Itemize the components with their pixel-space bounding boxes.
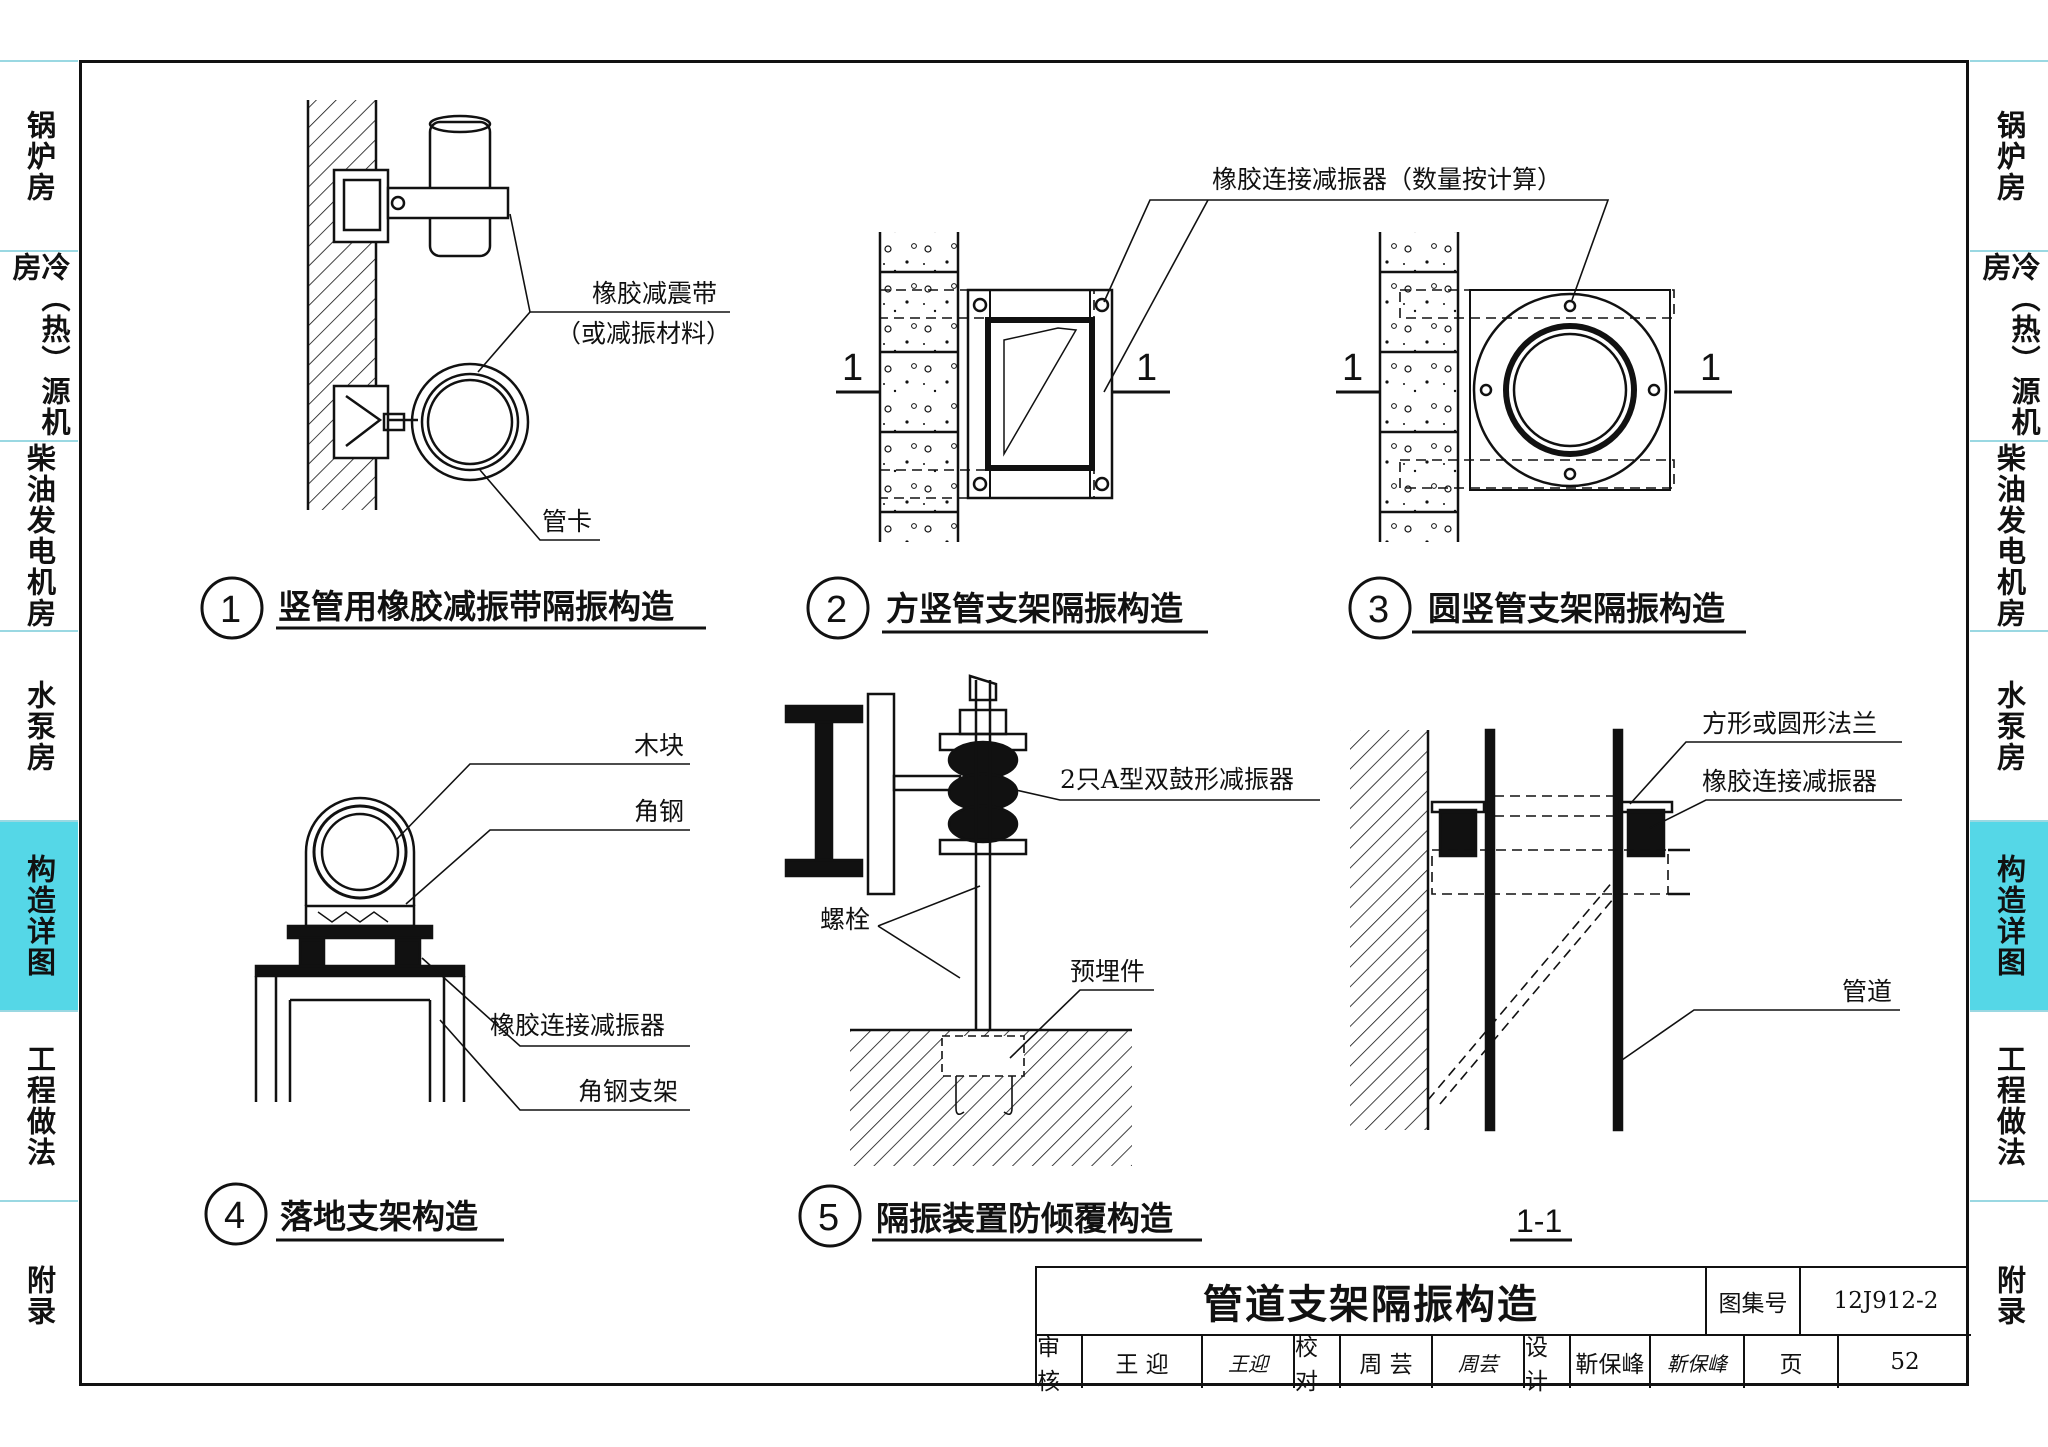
detail-number: 3: [1368, 589, 1389, 631]
detail-3-drawing: [1336, 232, 1732, 542]
side-tab-construction-detail[interactable]: 构造详图: [1970, 820, 2048, 1010]
detail-4-drawing: [254, 796, 466, 1102]
left-side-tabs: 锅炉房 冷（热）源机房 柴油发电机房 水泵房 构造详图 工程做法 附录: [0, 0, 78, 1447]
label-pipe: 管道: [1842, 977, 1892, 1006]
label-rubber-band-alt: （或减振材料）: [556, 319, 731, 348]
detail-5-drawing: [784, 674, 1132, 1166]
design-name: 靳保峰: [1571, 1336, 1651, 1388]
check-name: 周 芸: [1341, 1336, 1433, 1388]
detail-number-circle: [798, 1184, 862, 1248]
side-tab-label: 工程做法: [22, 1044, 57, 1168]
side-tab-label: 工程做法: [1992, 1044, 2027, 1168]
section-1-1-drawing: [1350, 728, 1690, 1132]
review-label: 审核: [1037, 1335, 1083, 1395]
detail-title-5: 5 隔振装置防倾覆构造: [798, 1184, 1202, 1248]
label-double-drum: 2只A型双鼓形减振器: [1060, 765, 1294, 794]
label-angle-support: 角钢支架: [578, 1077, 678, 1106]
detail-title-4: 4 落地支架构造: [204, 1182, 504, 1246]
label-rubber-connector-section: 橡胶连接减振器: [1702, 767, 1877, 796]
side-tab-label: 水泵房: [22, 679, 57, 773]
detail-2-3-leaders: [1103, 199, 1610, 393]
atlas-number: 12J912-2: [1801, 1268, 1971, 1336]
detail-number-circle: [806, 576, 870, 640]
design-signature: 靳保峰: [1651, 1336, 1745, 1388]
label-rubber-connector-count: 橡胶连接减振器（数量按计算）: [1212, 165, 1562, 194]
detail-title: 方竖管支架隔振构造: [886, 590, 1183, 627]
side-tab-construction-detail[interactable]: 构造详图: [0, 820, 78, 1010]
section-label: 1-1: [1516, 1203, 1562, 1239]
side-tab-boiler-room[interactable]: 锅炉房: [1970, 60, 2048, 250]
detail-number-circle: [204, 1182, 268, 1246]
label-embedded: 预埋件: [1070, 957, 1145, 986]
title-block: 管道支架隔振构造 图集号 12J912-2 审核 王 迎 王迎 校对 周 芸 周…: [1035, 1266, 1971, 1395]
detail-1-drawing: [306, 100, 530, 510]
detail-1-leaders: [477, 213, 730, 541]
detail-number: 2: [826, 589, 847, 631]
section-mark-2-left: 1: [842, 347, 863, 389]
side-tab-label: 水泵房: [1992, 679, 2027, 773]
review-signature: 王迎: [1203, 1336, 1295, 1388]
side-tab-generator-room[interactable]: 柴油发电机房: [1970, 440, 2048, 630]
title-block-signature-row: 审核 王 迎 王迎 校对 周 芸 周芸 设计 靳保峰 靳保峰 页 52: [1037, 1335, 1971, 1395]
page-label: 页: [1745, 1336, 1839, 1388]
detail-2-drawing: [836, 232, 1170, 542]
right-side-tabs: 锅炉房 冷（热）源机房 柴油发电机房 水泵房 构造详图 工程做法 附录: [1970, 0, 2048, 1447]
side-tab-appendix[interactable]: 附录: [1970, 1200, 2048, 1390]
detail-title: 圆竖管支架隔振构造: [1428, 590, 1725, 627]
side-tab-label: 构造详图: [1992, 854, 2027, 978]
side-tab-label: 构造详图: [22, 854, 57, 978]
detail-number: 5: [818, 1197, 839, 1239]
side-tab-boiler-room[interactable]: 锅炉房: [0, 60, 78, 250]
side-tab-label: 冷（热）源机房: [8, 252, 71, 438]
section-mark-3-left: 1: [1342, 347, 1363, 389]
label-rubber-connector: 橡胶连接减振器: [490, 1011, 665, 1040]
side-tab-generator-room[interactable]: 柴油发电机房: [0, 440, 78, 630]
side-tab-label: 附录: [22, 1265, 57, 1327]
side-tab-label: 柴油发电机房: [22, 443, 57, 629]
detail-title: 隔振装置防倾覆构造: [876, 1200, 1173, 1237]
side-tab-pump-room[interactable]: 水泵房: [0, 630, 78, 820]
atlas-number-label: 图集号: [1707, 1268, 1801, 1336]
side-tab-label: 锅炉房: [1992, 109, 2027, 203]
side-tab-label: 附录: [1992, 1265, 2027, 1327]
detail-title-1: 1 竖管用橡胶减振带隔振构造: [200, 576, 706, 640]
detail-number: 4: [224, 1195, 245, 1237]
detail-4-leaders: [395, 763, 690, 1111]
side-tab-engineering-practice[interactable]: 工程做法: [1970, 1010, 2048, 1200]
section-1-1-leaders: [1621, 741, 1902, 1061]
side-tab-label: 柴油发电机房: [1992, 443, 2027, 629]
drawing-title: 管道支架隔振构造: [1037, 1268, 1707, 1336]
review-name: 王 迎: [1083, 1336, 1203, 1388]
label-bolt: 螺栓: [820, 905, 870, 934]
page-number: 52: [1890, 1349, 1920, 1375]
side-tab-appendix[interactable]: 附录: [0, 1200, 78, 1390]
detail-title: 竖管用橡胶减振带隔振构造: [278, 588, 674, 625]
design-label: 设计: [1525, 1335, 1571, 1395]
detail-title-2: 2 方竖管支架隔振构造: [806, 576, 1208, 640]
detail-number: 1: [220, 589, 241, 631]
label-rubber-band: 橡胶减震带: [592, 279, 717, 308]
side-tab-engineering-practice[interactable]: 工程做法: [0, 1010, 78, 1200]
label-angle-steel: 角钢: [634, 797, 684, 826]
side-tab-pump-room[interactable]: 水泵房: [1970, 630, 2048, 820]
side-tab-label: 冷（热）源机房: [1978, 252, 2041, 438]
section-mark-2-right: 1: [1136, 347, 1157, 389]
detail-number-circle: [200, 576, 264, 640]
label-pipe-clamp: 管卡: [542, 507, 592, 536]
label-flange: 方形或圆形法兰: [1702, 709, 1877, 738]
detail-number-circle: [1348, 576, 1412, 640]
side-tab-label: 锅炉房: [22, 109, 57, 203]
check-label: 校对: [1295, 1335, 1341, 1395]
side-tab-cooling-room[interactable]: 冷（热）源机房: [0, 250, 78, 440]
drawing-frame: [79, 60, 1969, 1386]
check-signature: 周芸: [1433, 1336, 1525, 1388]
detail-title-3: 3 圆竖管支架隔振构造: [1348, 576, 1746, 640]
label-wood-block: 木块: [634, 731, 684, 760]
detail-5-leaders: [877, 789, 1320, 1059]
side-tab-cooling-room[interactable]: 冷（热）源机房: [1970, 250, 2048, 440]
section-mark-3-right: 1: [1700, 347, 1721, 389]
detail-title: 落地支架构造: [280, 1198, 478, 1235]
